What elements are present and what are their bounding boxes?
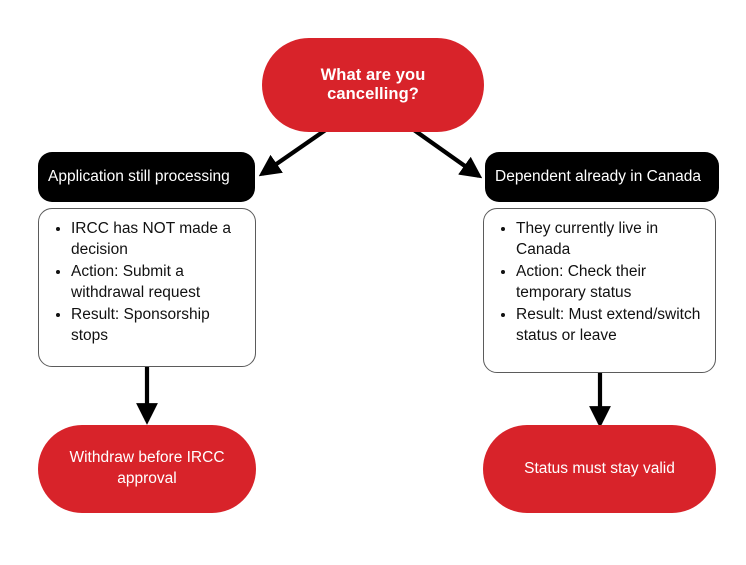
list-item: Result: Sponsorship stops <box>71 305 245 346</box>
branch-header-dependent-already-in-canada[interactable]: Dependent already in Canada <box>485 152 719 202</box>
branch-header-label: Dependent already in Canada <box>495 168 701 185</box>
branch-details-dependent-already-in-canada: They currently live in Canada Action: Ch… <box>483 208 716 373</box>
arrow-root-to-right-header <box>412 128 483 179</box>
bullet-list: IRCC has NOT made a decision Action: Sub… <box>43 219 245 349</box>
outcome-node-status-must-stay-valid[interactable]: Status must stay valid <box>483 425 716 513</box>
branch-header-label: Application still processing <box>48 168 230 185</box>
root-question-label: What are you cancelling? <box>320 66 426 103</box>
outcome-node-withdraw-before-ircc-approval[interactable]: Withdraw before IRCC approval <box>38 425 256 513</box>
list-item: Action: Submit a withdrawal request <box>71 262 245 303</box>
arrow-root-to-left-header <box>258 127 329 177</box>
list-item: They currently live in Canada <box>516 219 705 260</box>
outcome-label: Withdraw before IRCC approval <box>69 449 225 487</box>
list-item: Action: Check their temporary status <box>516 262 705 303</box>
branch-header-application-still-processing[interactable]: Application still processing <box>38 152 255 202</box>
list-item: Result: Must extend/switch status or lea… <box>516 305 705 346</box>
branch-details-application-still-processing: IRCC has NOT made a decision Action: Sub… <box>38 208 256 367</box>
outcome-label: Status must stay valid <box>524 459 675 477</box>
list-item: IRCC has NOT made a decision <box>71 219 245 260</box>
bullet-list: They currently live in Canada Action: Ch… <box>488 219 705 349</box>
root-question-node[interactable]: What are you cancelling? <box>262 38 484 132</box>
